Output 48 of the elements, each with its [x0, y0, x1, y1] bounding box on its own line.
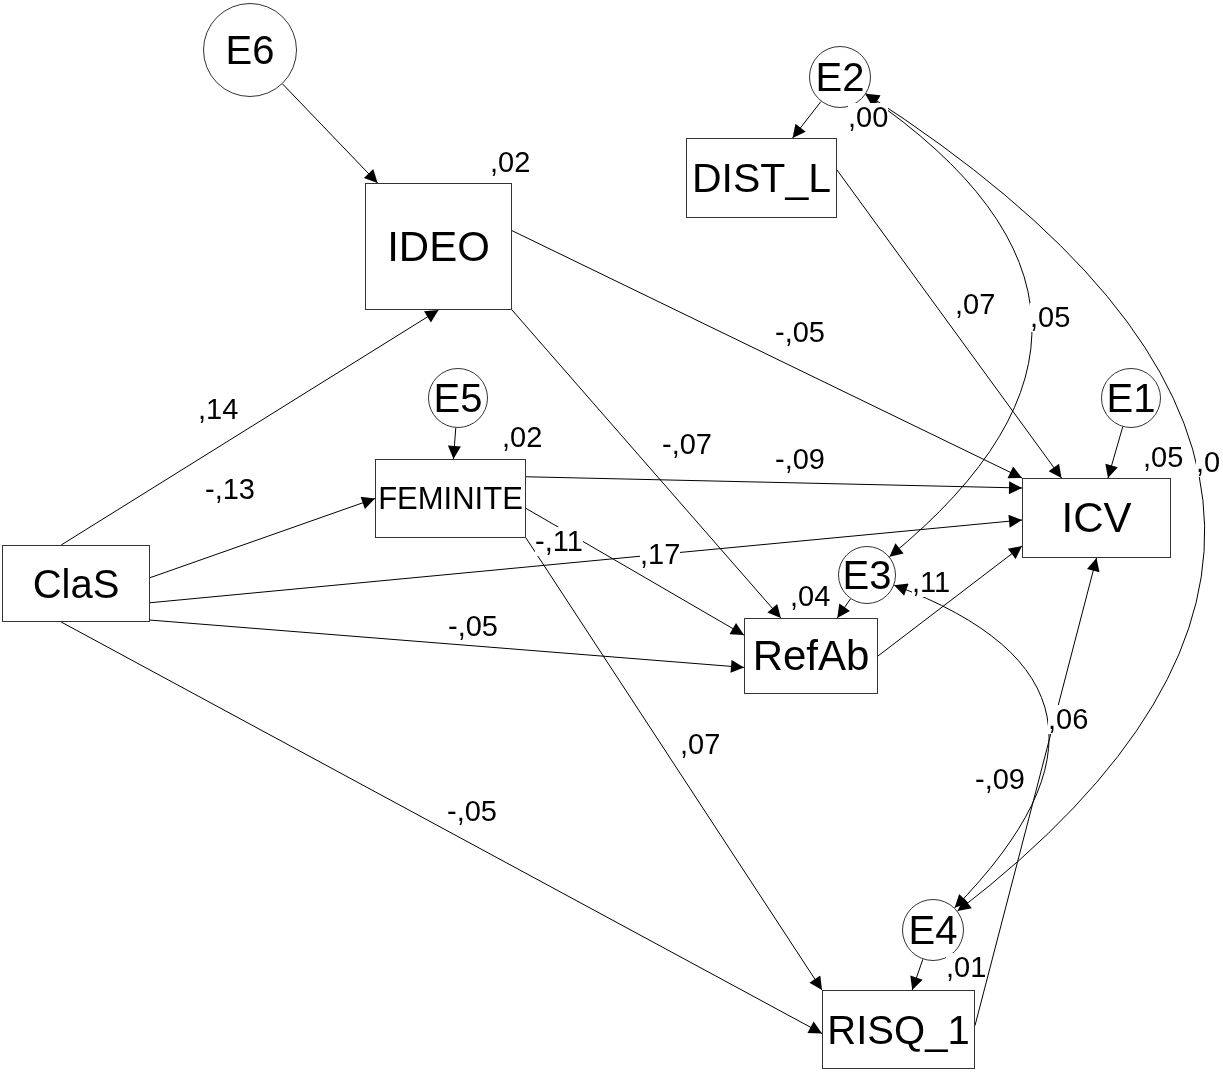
variable-box [744, 618, 878, 694]
variable-box [1022, 478, 1171, 558]
path-arrow [836, 169, 1062, 479]
variable-box [365, 183, 512, 310]
path-arrow [836, 598, 851, 619]
path-arrow [910, 958, 924, 991]
path-arrow [149, 496, 376, 579]
variable-label: IDEO [387, 225, 490, 268]
path-arrow [877, 545, 1023, 657]
path-arrow [525, 537, 823, 991]
path-arrow [60, 621, 823, 1034]
variable-label: E5 [433, 378, 483, 418]
path-arrow [511, 230, 1023, 479]
path-coefficient: ,06 [1048, 705, 1089, 734]
variable-label: ClaS [32, 563, 120, 604]
variable-label: ICV [1061, 497, 1132, 539]
covariance-arrow [865, 93, 1204, 912]
variable-label: DIST_L [692, 157, 831, 199]
variable-box [822, 990, 975, 1069]
path-arrow [447, 427, 461, 460]
path-arrow [792, 101, 822, 139]
variable-label: E6 [225, 30, 275, 70]
variable-box [375, 459, 526, 538]
variable-label: FEMINITE [378, 483, 523, 514]
path-arrow [1105, 426, 1124, 479]
path-arrow [282, 83, 379, 184]
variable-label: E4 [908, 910, 958, 950]
path-coefficient: ,05 [1030, 303, 1071, 332]
error-circle [428, 368, 488, 428]
path-coefficient: -,11 [535, 527, 583, 556]
r-squared-value: ,00 [848, 103, 889, 132]
variable-box [2, 545, 150, 622]
path-arrow [511, 309, 782, 619]
path-arrow [525, 507, 745, 636]
variable-label: E2 [815, 57, 865, 97]
path-arrow [149, 619, 745, 673]
path-arrow [149, 514, 1023, 604]
variable-box [686, 138, 837, 218]
r-squared-value: ,01 [946, 953, 987, 982]
covariance-arrow [893, 584, 1050, 909]
path-arrow [974, 557, 1100, 1027]
variable-label: RISQ_1 [827, 1009, 970, 1050]
variable-label: RefAb [752, 635, 870, 677]
variable-label: E3 [842, 555, 892, 595]
path-arrow [60, 309, 439, 546]
covariance-arrow [865, 94, 1033, 558]
path-arrow [525, 476, 1023, 495]
variable-label: E1 [1106, 378, 1156, 418]
